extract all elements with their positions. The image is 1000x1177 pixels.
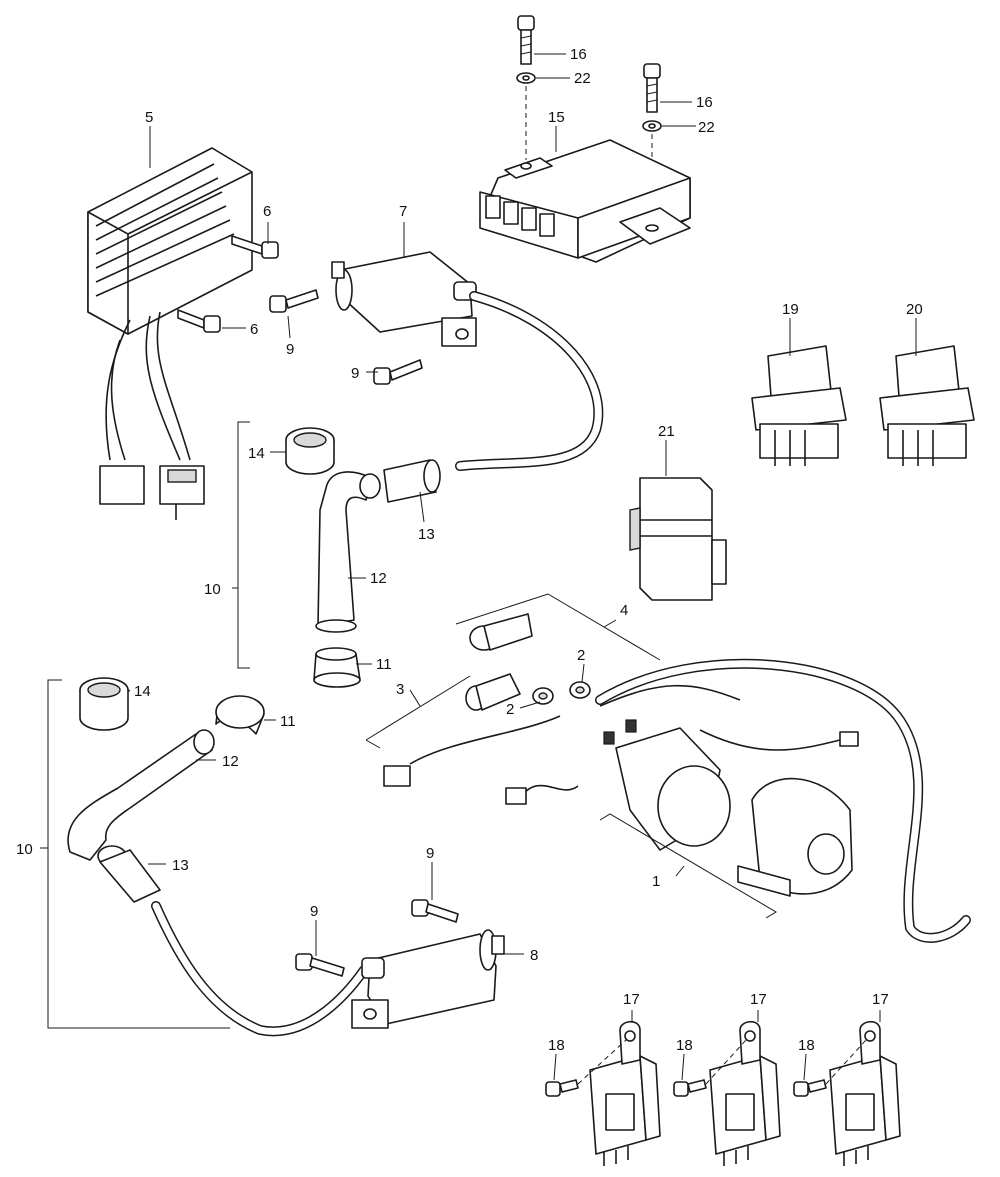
callout-13-upper: 13 [418, 526, 435, 543]
bracket-10-upper [232, 421, 250, 669]
bolt-18-left [545, 1039, 627, 1097]
callout-11-lower: 11 [280, 713, 296, 730]
callout-1: 1 [652, 873, 660, 890]
cdi-module-15 [479, 139, 691, 263]
callout-9-lower-left: 9 [310, 903, 318, 920]
bracket-10-lower [40, 679, 230, 1029]
terminal-13-upper [359, 459, 441, 503]
bolt-6-lower [177, 309, 221, 333]
seal-11-lower [215, 695, 265, 735]
relay-17-left [589, 1020, 661, 1166]
callout-2-left: 2 [506, 701, 514, 718]
callout-14-upper: 14 [248, 445, 265, 462]
callout-8: 8 [530, 947, 538, 964]
bracket-1 [599, 813, 777, 919]
callout-7: 7 [399, 203, 407, 220]
cable-7-to-cap [455, 291, 604, 471]
leader-lines [127, 53, 917, 1081]
callout-18-left: 18 [548, 1037, 565, 1054]
starter-solenoid [603, 719, 731, 851]
terminal-cap-3 [465, 673, 521, 711]
callout-9-upper-right: 9 [351, 365, 359, 382]
solenoid-cover [737, 777, 853, 897]
callout-21: 21 [658, 423, 675, 440]
callout-6-lower: 6 [250, 321, 258, 338]
callout-10-upper: 10 [204, 581, 221, 598]
callout-10-lower: 10 [16, 841, 33, 858]
callout-11-upper: 11 [376, 656, 392, 673]
bolt-6-upper [231, 235, 279, 259]
callout-14-lower: 14 [134, 683, 151, 700]
callout-13-lower: 13 [172, 857, 189, 874]
ignition-coil-7 [331, 251, 477, 347]
cable-8-to-cap [151, 901, 369, 1037]
callout-17-left: 17 [623, 991, 640, 1008]
callout-16-left: 16 [570, 46, 587, 63]
callout-15: 15 [548, 109, 565, 126]
boot-12-upper [315, 471, 373, 633]
callout-22-left: 22 [574, 70, 591, 87]
seal-11-upper [313, 647, 361, 688]
callout-17-right: 17 [872, 991, 889, 1008]
callout-6-upper: 6 [263, 203, 271, 220]
bracket-4 [455, 593, 661, 661]
bolt-18-right [793, 1039, 867, 1097]
callout-9-lower-right: 9 [426, 845, 434, 862]
relay-17-middle [709, 1020, 781, 1166]
cap-14-lower [79, 677, 129, 731]
callout-22-right: 22 [698, 119, 715, 136]
relay-17-right [829, 1020, 901, 1166]
nut-2-left [532, 687, 554, 705]
callout-9-upper-left: 9 [286, 341, 294, 358]
relay-19 [751, 345, 847, 466]
callout-18-right: 18 [798, 1037, 815, 1054]
solenoid-wiring [383, 658, 971, 943]
bolt-9-upper-left [269, 289, 319, 313]
boot-12-lower [67, 729, 215, 861]
callout-16-right: 16 [696, 94, 713, 111]
nut-2-right [569, 681, 591, 699]
terminal-cap-4 [469, 613, 533, 651]
callout-19: 19 [782, 301, 799, 318]
terminal-13-lower [97, 845, 161, 903]
bolt-18-middle [673, 1039, 747, 1097]
relay-20 [879, 345, 975, 466]
callout-20: 20 [906, 301, 923, 318]
ignition-coil-8 [351, 929, 505, 1029]
bolt-16-left [516, 15, 536, 160]
callout-4: 4 [620, 602, 628, 619]
callout-18-middle: 18 [676, 1037, 693, 1054]
bracket-3 [365, 675, 471, 749]
callout-12-lower: 12 [222, 753, 239, 770]
callout-12-upper: 12 [370, 570, 387, 587]
callout-5: 5 [145, 109, 153, 126]
callout-labels: 16 22 16 22 15 5 6 6 7 9 9 14 13 12 10 1… [16, 46, 923, 1054]
bolt-9-upper-right [373, 359, 423, 385]
relay-21 [629, 477, 727, 601]
callout-2-right: 2 [577, 647, 585, 664]
bolt-9-lower-right [411, 899, 459, 923]
cap-14-upper [285, 427, 335, 475]
callout-17-middle: 17 [750, 991, 767, 1008]
regulator-5 [87, 147, 253, 520]
bolt-9-lower-left [295, 953, 345, 977]
callout-3: 3 [396, 681, 404, 698]
